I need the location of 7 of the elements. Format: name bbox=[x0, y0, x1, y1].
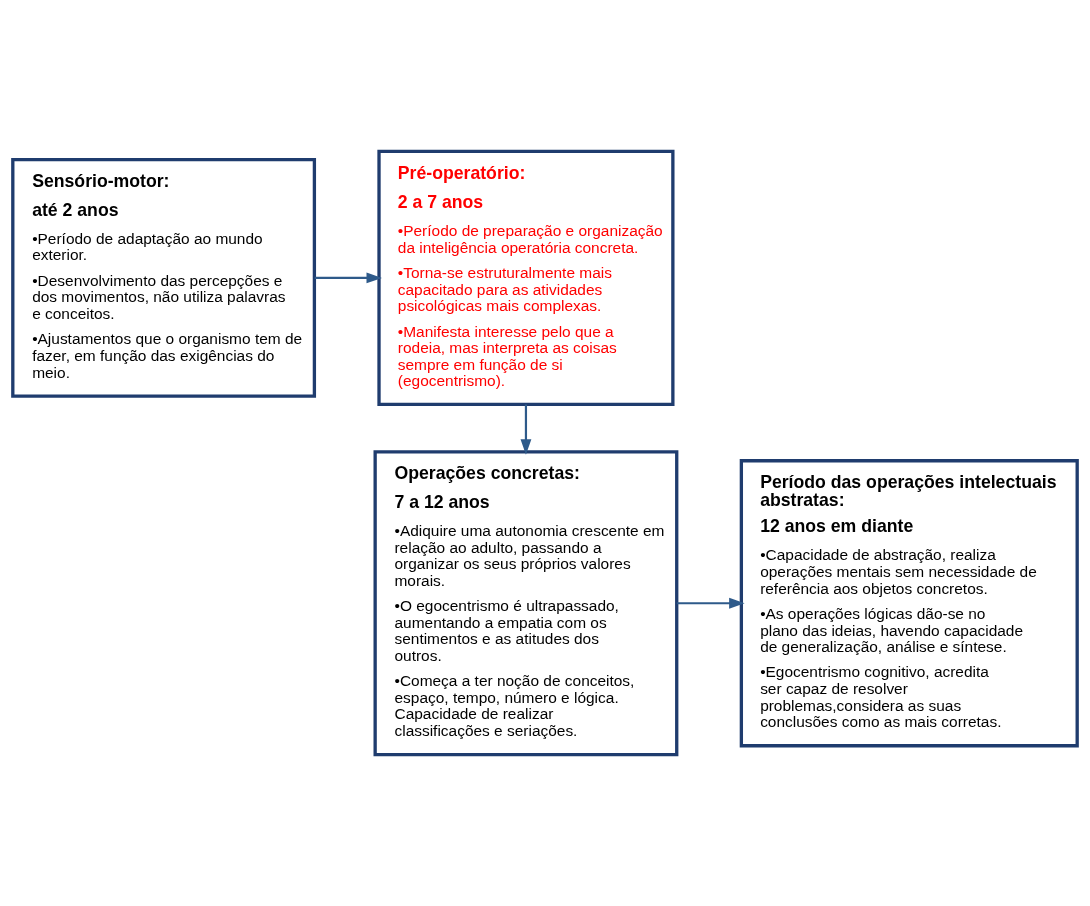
arrow bbox=[676, 597, 745, 609]
node-box: Pré-operatório: 2 a 7 anos •Período de preparação e organização da inteligência operatória concreta. •Torna-se estruturalmente mais capacitado para as atividades psicológicas mais complexas. •Manifesta interesse pelo que a rodeia, mas interpreta as coisas sempre em função de si (egocentrismo). bbox=[377, 149, 675, 407]
node-box: Sensório-motor: até 2 anos •Período de adaptação ao mundo exterior. •Desenvolvimento das percepções e dos movimentos, não utiliza palavras e conceitos. •Ajustamentos que o organismo tem de fazer, em função das exigências do meio. bbox=[11, 158, 317, 398]
node-box: Operações concretas: 7 a 12 anos •Adiquire uma autonomia crescente em relação ao adulto, passando a organizar os seus próprios valores morais. •O egocentrismo é ultrapassado, aumentando a empatia com os sentimentos e as atitudes dos outros. •Começa a ter noção de conceitos, espaço, tempo, número e lógica. Capacidade de realizar classificações e seriações. bbox=[373, 450, 679, 757]
arrow bbox=[520, 404, 532, 455]
node-box: Período das operações intelectuais abstratas: 12 anos em diante •Capacidade de abstração, realiza operações mentais sem necessidade de referência aos objetos concretos. •As operações lógicas dão-se no plano das ideias, havendo capacidade de generalização, análise e síntese. •Egocentrismo cognitivo, acredita ser capaz de resolver problemas,considera as suas conclusões como as mais corretas. bbox=[739, 459, 1079, 748]
arrow bbox=[314, 272, 382, 284]
